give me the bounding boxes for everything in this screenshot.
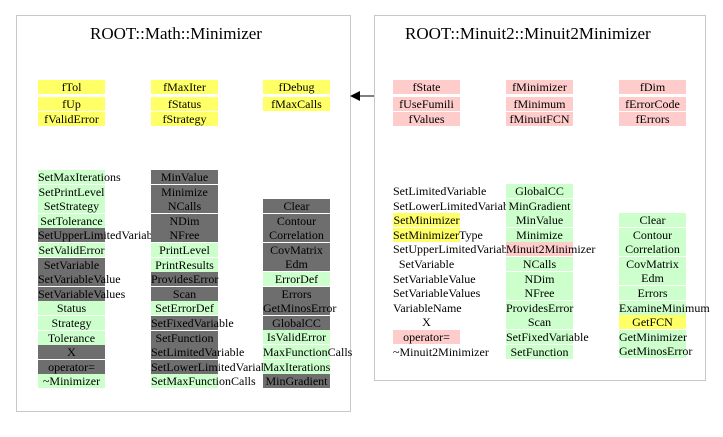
derived-method: NFree <box>506 286 573 301</box>
derived-method: ExamineMinimum <box>619 300 710 315</box>
base-member: fStatus <box>151 97 218 111</box>
base-member: fStrategy <box>151 112 218 126</box>
derived-method: SetFixedVariable <box>506 330 589 344</box>
base-method: Status <box>38 301 105 316</box>
base-method: SetTolerance <box>38 213 105 228</box>
base-method: SetLowerLimitedVariable <box>151 359 276 374</box>
base-method: Clear <box>263 199 330 213</box>
base-method: SetFunction <box>151 330 218 345</box>
derived-member: fUseFumili <box>393 97 460 111</box>
base-method: PrintResults <box>151 257 218 272</box>
derived-method: SetMinimizerType <box>393 227 483 242</box>
base-method: IsValidError <box>263 330 330 345</box>
derived-method: GlobalCC <box>506 184 573 198</box>
base-method: ProvidesError <box>151 272 219 287</box>
base-method: SetFixedVariable <box>151 316 234 330</box>
base-method: NCalls <box>151 199 218 214</box>
base-method: operator= <box>38 359 105 374</box>
base-method: Edm <box>263 257 330 272</box>
derived-method: NCalls <box>506 257 573 271</box>
base-method: Errors <box>263 286 330 301</box>
derived-method: Edm <box>619 271 686 286</box>
base-method: SetUpperLimitedVariable <box>38 228 162 243</box>
derived-method: GetFCN <box>619 315 686 330</box>
base-method: GetMinosError <box>263 301 337 316</box>
base-method: SetMaxIterations <box>38 170 121 184</box>
base-method: GlobalCC <box>263 315 330 330</box>
base-method: SetErrorDef <box>151 301 218 316</box>
derived-method: operator= <box>393 330 460 344</box>
derived-method: NDim <box>506 271 573 286</box>
base-method: Correlation <box>263 228 330 243</box>
derived-method: Minimize <box>506 227 573 242</box>
base-method: MinGradient <box>263 374 330 389</box>
base-member: fTol <box>38 80 105 94</box>
base-method: SetMaxFunctionCalls <box>151 374 256 389</box>
derived-method: SetFunction <box>506 344 573 359</box>
derived-method: MinValue <box>506 213 573 228</box>
derived-method: GetMinosError <box>619 344 693 359</box>
base-member: fMaxCalls <box>263 97 330 111</box>
base-member: fValidError <box>38 112 105 126</box>
derived-member: fState <box>393 80 460 94</box>
base-method: ErrorDef <box>263 272 330 286</box>
derived-method: SetMinimizer <box>393 213 460 228</box>
base-method: MaxFunctionCalls <box>263 345 353 359</box>
base-method: NDim <box>151 213 218 228</box>
base-method: SetVariableValue <box>38 272 121 287</box>
base-method: SetVariableValues <box>38 286 126 301</box>
derived-member: fMinuitFCN <box>506 112 573 126</box>
derived-member: fErrorCode <box>619 97 686 111</box>
base-member: fMaxIter <box>151 80 218 94</box>
derived-method: SetVariable <box>398 257 455 271</box>
derived-method: Correlation <box>619 242 686 257</box>
derived-member: fMinimizer <box>506 80 573 94</box>
base-method: MinValue <box>151 170 218 184</box>
base-method: SetValidError <box>38 243 105 257</box>
base-method: CovMatrix <box>263 242 330 257</box>
derived-method: SetLimitedVariable <box>393 184 487 198</box>
derived-method: SetVariableValue <box>393 271 476 286</box>
derived-method: GetMinimizer <box>619 329 687 344</box>
derived-method: VariableName <box>393 300 462 315</box>
base-method: Minimize <box>151 184 218 199</box>
derived-class-title: ROOT::Minuit2::Minuit2Minimizer <box>405 24 651 43</box>
base-method: SetPrintLevel <box>38 184 105 199</box>
base-method: Contour <box>263 213 330 228</box>
derived-method: SetLowerLimitedVariable <box>393 198 518 213</box>
base-member: fUp <box>38 97 105 111</box>
base-class-title: ROOT::Math::Minimizer <box>90 24 262 43</box>
derived-method: MinGradient <box>506 198 573 213</box>
derived-method: ~Minuit2Minimizer <box>393 344 489 359</box>
derived-member: fDim <box>619 80 686 94</box>
derived-member: fValues <box>393 112 460 126</box>
base-method: MaxIterations <box>263 359 331 374</box>
derived-method: Errors <box>619 286 686 300</box>
derived-member: fErrors <box>619 112 686 126</box>
derived-method: Clear <box>619 213 686 227</box>
derived-method: ProvidesError <box>506 300 574 315</box>
base-method: Tolerance <box>38 330 105 345</box>
derived-method: SetVariableValues <box>393 286 481 301</box>
base-method: SetVariable <box>38 257 105 272</box>
base-method: Strategy <box>38 316 105 330</box>
derived-method: X <box>422 315 431 330</box>
derived-member: fMinimum <box>506 97 573 111</box>
derived-method: SetUpperLimitedVariable <box>393 242 517 257</box>
derived-method: Contour <box>619 227 686 242</box>
derived-method: CovMatrix <box>619 256 686 271</box>
base-method: SetLimitedVariable <box>151 345 245 360</box>
base-method: ~Minimizer <box>38 374 105 389</box>
base-method: X <box>38 345 105 360</box>
derived-method: Scan <box>506 315 573 330</box>
base-method: NFree <box>151 228 218 243</box>
base-method: SetStrategy <box>38 199 105 214</box>
derived-method: Minuit2Minimizer <box>506 242 596 257</box>
base-method: PrintLevel <box>151 243 218 257</box>
base-method: Scan <box>151 286 218 301</box>
base-member: fDebug <box>263 80 330 94</box>
